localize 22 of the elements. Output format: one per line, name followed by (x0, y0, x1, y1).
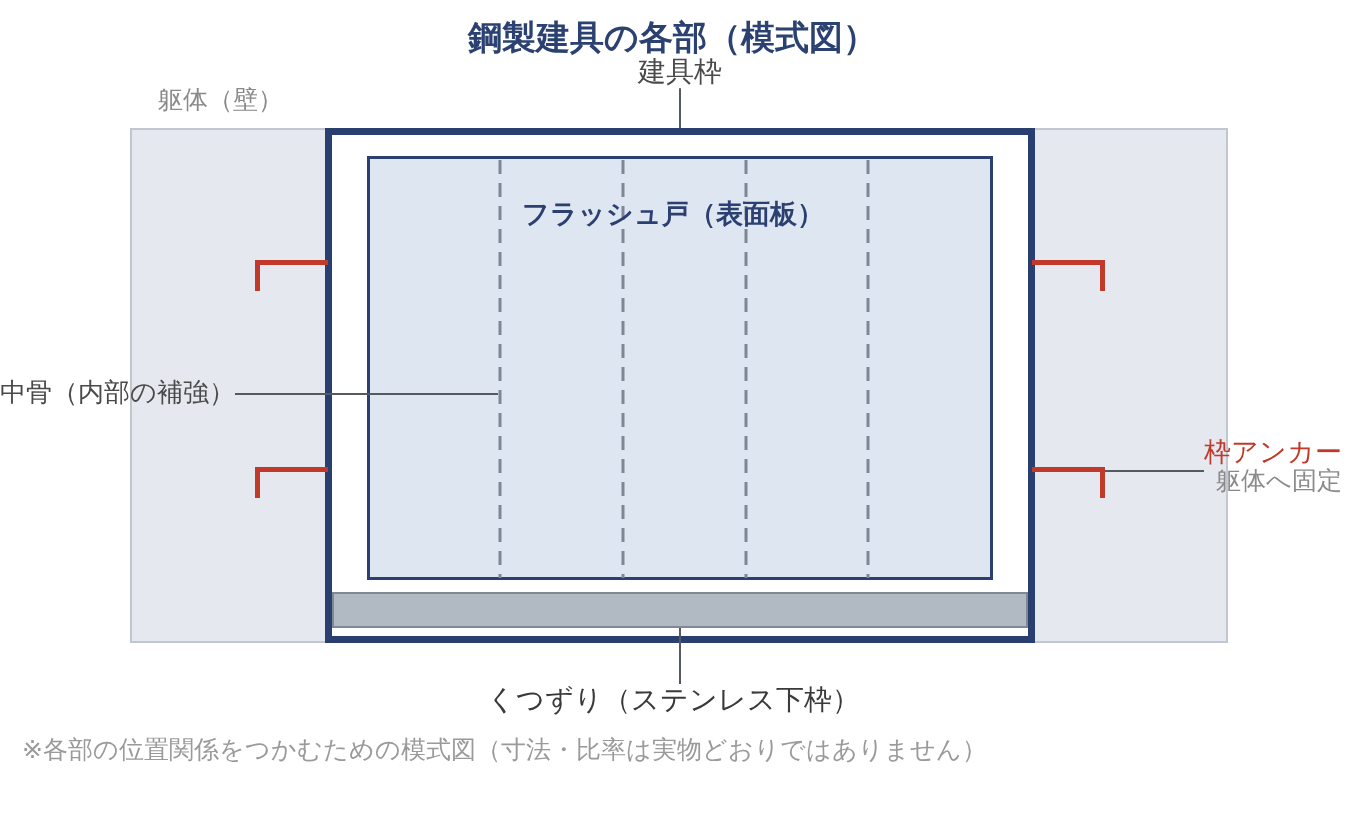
callout-label: くつずり（ステンレス下枠） (486, 684, 860, 717)
door-frame (325, 128, 1035, 643)
flush-door-panel (367, 156, 993, 580)
leader-line (679, 627, 681, 685)
anchor-bracket (255, 467, 328, 498)
callout-note: 躯体へ固定 (1215, 467, 1342, 496)
callout-label: 中骨（内部の補強） (0, 378, 235, 408)
rib-line (498, 160, 502, 578)
caption-note: ※各部の位置関係をつかむための模式図（寸法・比率は実物どおりではありません） (22, 736, 987, 765)
anchor-bracket (1032, 467, 1105, 498)
leader-line (679, 87, 681, 129)
wall-label: 躯体（壁） (158, 86, 283, 115)
anchor-bracket (255, 260, 328, 291)
threshold-bar (332, 592, 1028, 628)
door-label: フラッシュ戸（表面板） (522, 198, 824, 230)
diagram-title: 鋼製建具の各部（模式図） (467, 18, 877, 58)
callout-label: 枠アンカー (1204, 436, 1342, 468)
callout-label: 建具枠 (638, 56, 722, 89)
rib-line (866, 160, 870, 578)
leader-line (234, 393, 499, 395)
leader-line (1104, 470, 1205, 472)
anchor-bracket (1032, 260, 1105, 291)
